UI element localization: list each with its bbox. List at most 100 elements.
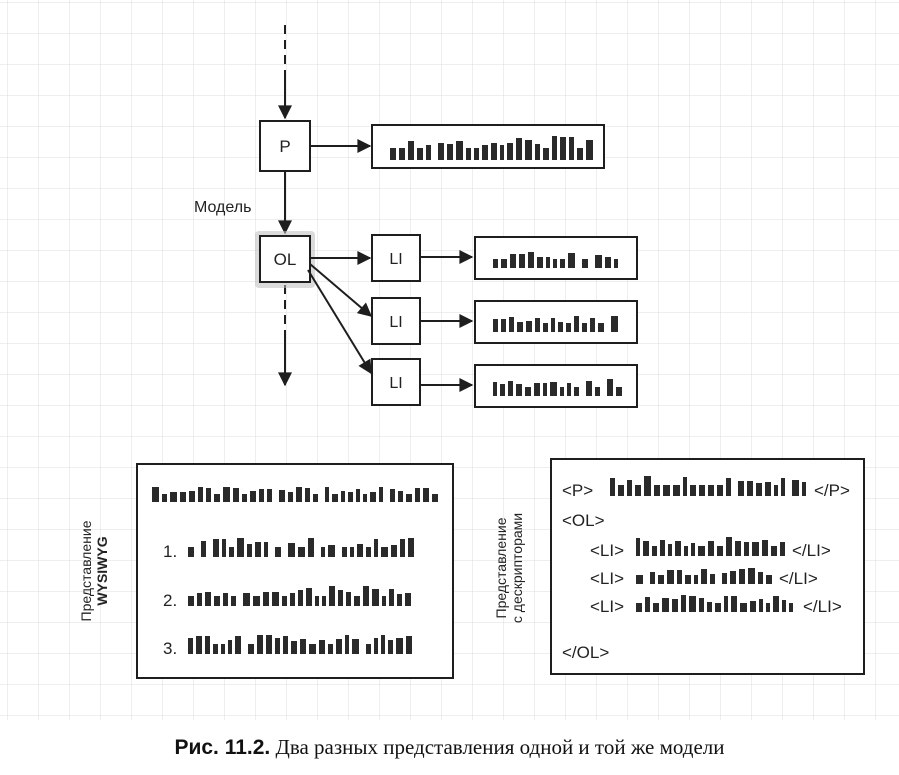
model-label: Модель <box>194 199 251 216</box>
tag-li-close-2: </LI> <box>779 569 818 588</box>
tags-item-bars-2 <box>636 568 772 584</box>
glyph-bar <box>221 644 225 654</box>
glyph-bar <box>205 592 211 606</box>
glyph-bar <box>354 596 360 606</box>
glyph-bar <box>338 590 343 606</box>
glyph-bar <box>296 487 302 502</box>
glyph-bar <box>196 636 202 654</box>
paragraph-render-bars <box>390 136 593 160</box>
glyph-bar <box>170 492 177 502</box>
glyph-bar <box>288 492 293 502</box>
glyph-bar <box>206 488 211 502</box>
glyph-bar <box>614 259 618 268</box>
glyph-bar <box>516 384 522 396</box>
glyph-bar <box>493 319 498 332</box>
glyph-bar <box>415 488 420 502</box>
glyph-bar <box>595 387 600 396</box>
tag-li-close-3: </LI> <box>803 597 842 616</box>
glyph-bar <box>726 478 731 496</box>
figure-caption: Рис. 11.2. Два разных представления одно… <box>0 735 899 760</box>
glyph-bar <box>501 259 507 268</box>
glyph-bar <box>374 638 378 654</box>
glyph-bar <box>684 546 688 556</box>
wysiwyg-marker-3: 3. <box>163 639 177 658</box>
glyph-bar <box>691 543 695 556</box>
glyph-bar <box>379 487 383 502</box>
glyph-bar <box>685 575 691 584</box>
glyph-bar <box>552 136 557 160</box>
glyph-bar <box>605 257 611 268</box>
glyph-bar <box>543 323 548 332</box>
glyph-bar <box>566 323 571 332</box>
glyph-bar <box>758 572 763 584</box>
glyph-bar <box>259 489 264 502</box>
glyph-bar <box>574 387 579 396</box>
glyph-bar <box>391 545 397 557</box>
glyph-bar <box>636 603 642 612</box>
glyph-bar <box>350 547 354 557</box>
glyph-bar <box>298 547 305 557</box>
glyph-bar <box>672 599 678 612</box>
glyph-bar <box>370 492 376 502</box>
glyph-bar <box>560 387 564 396</box>
glyph-bar <box>288 543 295 557</box>
tag-p-close: </P> <box>814 481 850 500</box>
glyph-bar <box>771 546 777 556</box>
glyph-bar <box>188 547 194 557</box>
wysiwyg-marker-1: 1. <box>163 542 177 561</box>
glyph-bar <box>309 644 316 654</box>
glyph-bar <box>610 478 615 496</box>
glyph-bar <box>546 257 550 268</box>
glyph-bar <box>726 537 732 556</box>
glyph-bar <box>328 644 333 654</box>
glyph-bar <box>189 491 195 502</box>
glyph-bar <box>381 547 388 557</box>
glyph-bar <box>266 635 272 654</box>
glyph-bar <box>357 544 363 557</box>
glyph-bar <box>802 482 806 496</box>
glyph-bar <box>390 489 395 502</box>
glyph-bar <box>315 596 319 606</box>
glyph-bar <box>738 481 744 496</box>
glyph-bar <box>213 644 218 654</box>
glyph-bar <box>662 598 669 612</box>
glyph-bar <box>694 575 698 584</box>
glyph-bar <box>300 639 306 654</box>
glyph-bar <box>374 539 378 557</box>
glyph-bar <box>390 148 396 160</box>
glyph-bar <box>399 148 405 160</box>
glyph-bar <box>275 638 280 654</box>
glyph-bar <box>474 148 479 160</box>
glyph-bar <box>724 596 728 612</box>
glyph-bar <box>616 387 622 396</box>
glyph-bar <box>417 148 423 160</box>
glyph-bar <box>398 491 403 502</box>
glyph-bar <box>408 538 414 557</box>
glyph-bar <box>550 382 557 396</box>
glyph-bar <box>242 494 247 502</box>
glyph-bar <box>321 547 325 557</box>
glyph-bar <box>366 644 371 654</box>
tags-panel <box>550 458 865 675</box>
glyph-bar <box>537 257 543 268</box>
glyph-bar <box>690 485 696 496</box>
glyph-bar <box>766 575 772 584</box>
li-render-arrows <box>420 250 474 392</box>
glyph-bar <box>341 491 345 502</box>
glyph-bar <box>313 494 318 502</box>
glyph-bar <box>243 593 250 606</box>
glyph-bar <box>618 485 624 496</box>
glyph-bar <box>389 589 394 606</box>
glyph-bar <box>438 143 444 160</box>
glyph-bar <box>500 145 504 160</box>
glyph-bar <box>663 485 670 496</box>
glyph-bar <box>586 140 593 160</box>
glyph-bar <box>558 322 563 332</box>
wysiwyg-side-label-line2: WYSIWYG <box>94 536 110 605</box>
glyph-bar <box>345 635 349 654</box>
tags-item-bars-1 <box>636 537 785 556</box>
glyph-bar <box>228 640 232 654</box>
glyph-bar <box>466 148 471 160</box>
glyph-bar <box>366 547 371 557</box>
li-render-box-1 <box>474 236 638 280</box>
